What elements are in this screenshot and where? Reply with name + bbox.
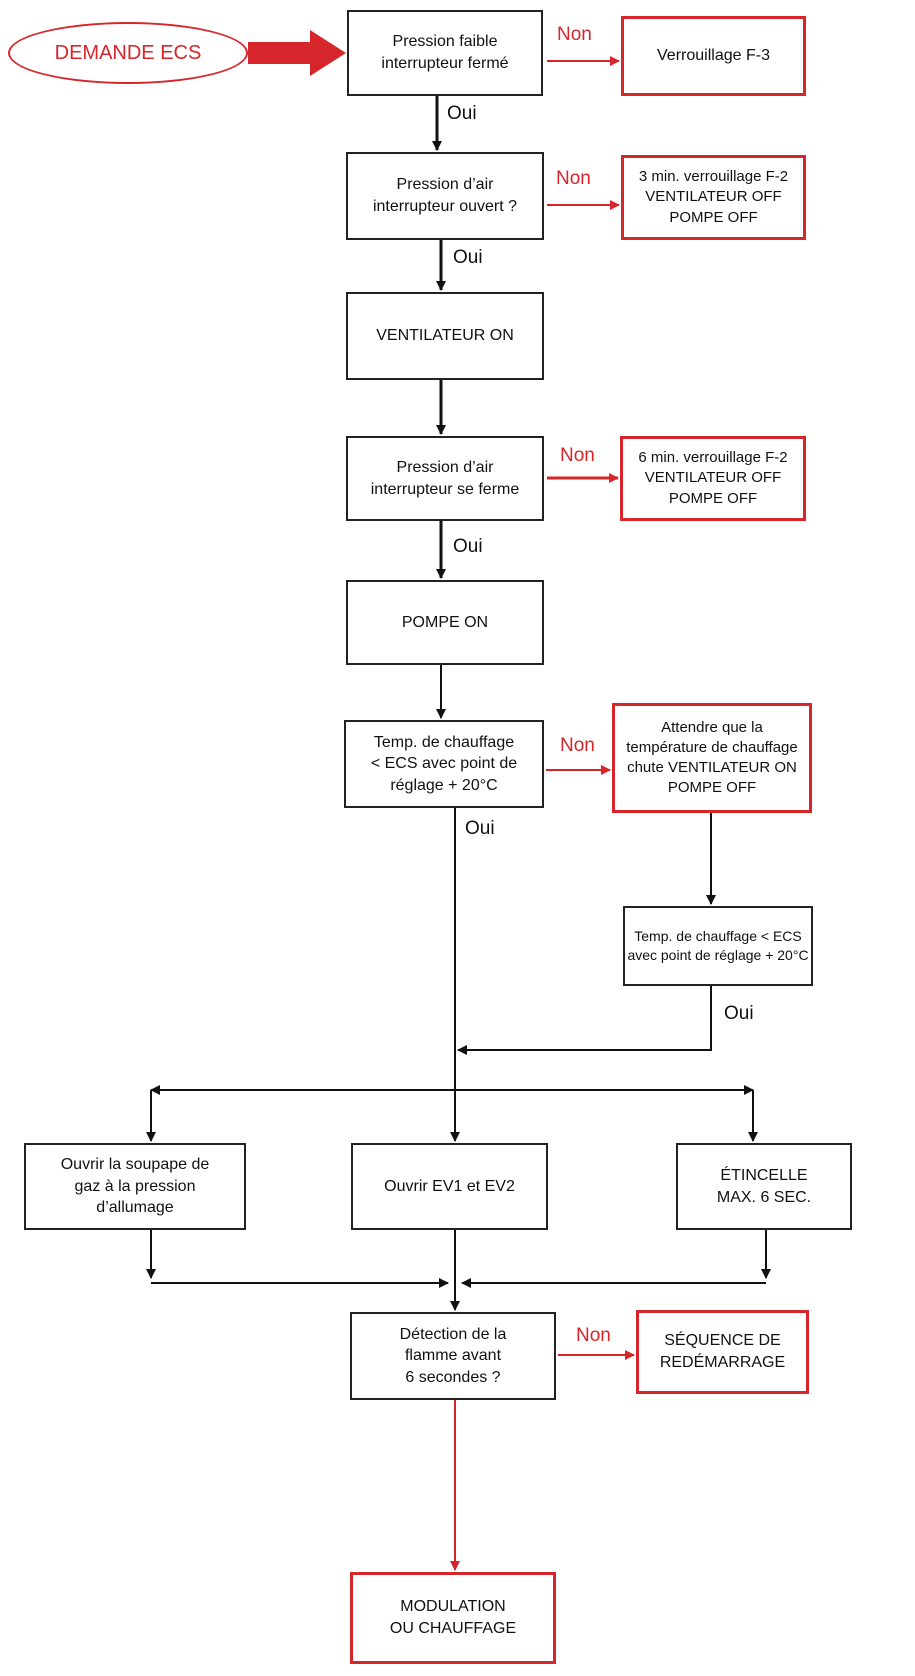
node-detection-flamme: Détection de la flamme avant 6 secondes … (350, 1312, 556, 1400)
label-non-2: Non (556, 168, 591, 189)
label-non-4: Non (560, 735, 595, 756)
label-non-5: Non (576, 1325, 611, 1346)
node-ouvrir-soupape: Ouvrir la soupape de gaz à la pression d… (24, 1143, 246, 1230)
node-ouvrir-ev: Ouvrir EV1 et EV2 (351, 1143, 548, 1230)
start-label: DEMANDE ECS (54, 41, 202, 64)
node-modulation: MODULATION OU CHAUFFAGE (350, 1572, 556, 1664)
arrow-n7-merge (457, 986, 712, 1055)
label-oui-1: Oui (447, 103, 477, 124)
label-oui-5: Oui (724, 1003, 754, 1024)
node-verrouillage-f3: Verrouillage F-3 (621, 16, 806, 96)
node-temp-chauffage: Temp. de chauffage < ECS avec point de r… (344, 720, 544, 808)
node-3min-verrouillage: 3 min. verrouillage F-2 VENTILATEUR OFF … (621, 155, 806, 240)
big-arrow (248, 30, 346, 76)
label-oui-4: Oui (465, 818, 495, 839)
node-pompe-on: POMPE ON (346, 580, 544, 665)
label-non-1: Non (557, 24, 592, 45)
node-pression-faible: Pression faible interrupteur fermé (347, 10, 543, 96)
node-temp-chauffage-2: Temp. de chauffage < ECS avec point de r… (623, 906, 813, 986)
label-oui-2: Oui (453, 247, 483, 268)
node-ventilateur-on: VENTILATEUR ON (346, 292, 544, 380)
node-etincelle: ÉTINCELLE MAX. 6 SEC. (676, 1143, 852, 1230)
node-attendre: Attendre que la température de chauffage… (612, 703, 812, 813)
node-6min-verrouillage: 6 min. verrouillage F-2 VENTILATEUR OFF … (620, 436, 806, 521)
node-pression-air-ouvert: Pression d’air interrupteur ouvert ? (346, 152, 544, 240)
start-oval: DEMANDE ECS (8, 22, 248, 84)
node-pression-air-ferme: Pression d’air interrupteur se ferme (346, 436, 544, 521)
label-oui-3: Oui (453, 536, 483, 557)
label-non-3: Non (560, 445, 595, 466)
node-sequence-redemarrage: SÉQUENCE DE REDÉMARRAGE (636, 1310, 809, 1394)
